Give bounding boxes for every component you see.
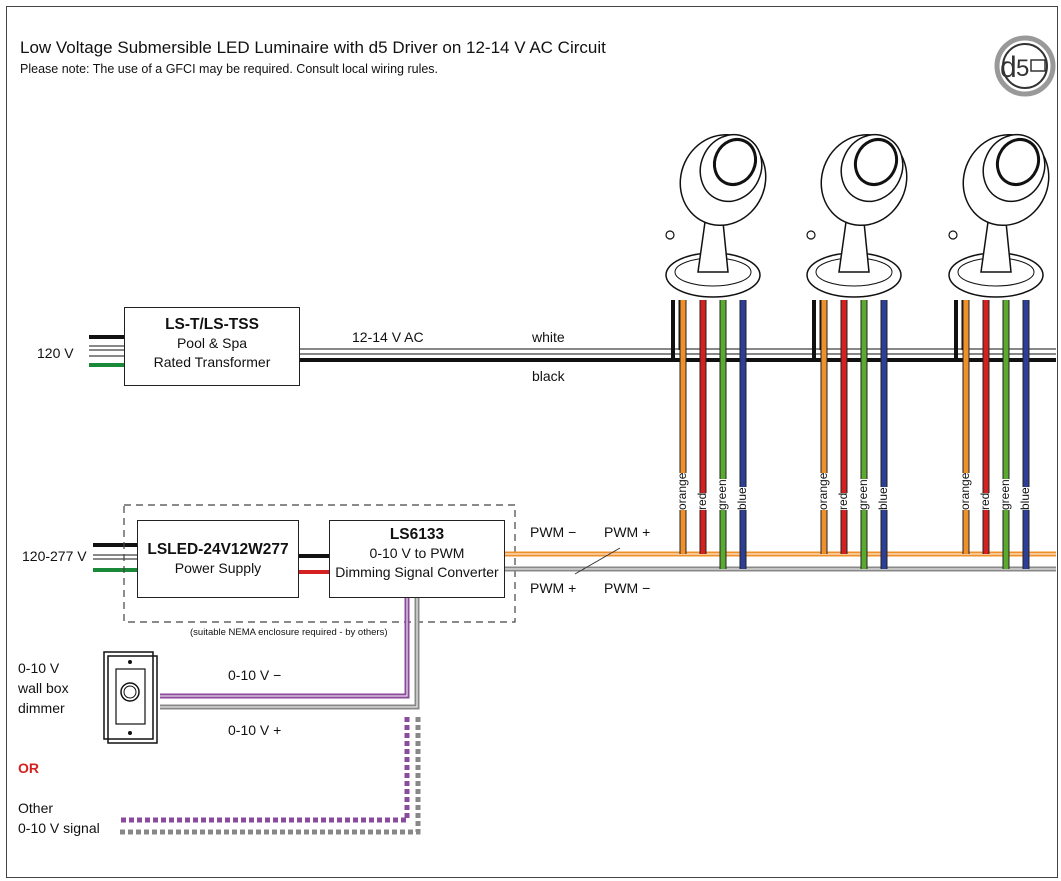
enclosure-note: (suitable NEMA enclosure required - by o… bbox=[190, 627, 388, 638]
pwm-top-right: PWM + bbox=[604, 524, 651, 540]
transformer-input-leads bbox=[89, 335, 124, 367]
psu-input-voltage: 120-277 V bbox=[22, 548, 87, 564]
psu-input-leads bbox=[93, 543, 137, 572]
pwm-bus bbox=[505, 547, 1056, 575]
dimmer-label-3: dimmer bbox=[18, 700, 65, 716]
nema-enclosure bbox=[123, 504, 516, 623]
transformer-name: LS-T/LS-TSS bbox=[165, 316, 259, 333]
diagram-subtitle: Please note: The use of a GFCI may be re… bbox=[20, 62, 439, 76]
wire-white-label: white bbox=[532, 329, 565, 345]
pwm-bottom-right: PWM − bbox=[604, 580, 651, 596]
transformer-input-voltage: 120 V bbox=[37, 345, 74, 361]
power-supply-box: LSLED-24V12W277 Power Supply bbox=[137, 520, 299, 598]
lead-label-blue: blue bbox=[735, 487, 749, 510]
diagram-frame bbox=[6, 6, 1058, 878]
luminaire-2 bbox=[806, 133, 908, 569]
luminaire-3 bbox=[948, 133, 1050, 569]
lead-label-red: red bbox=[978, 492, 992, 510]
transformer-line1: Pool & Spa bbox=[176, 335, 248, 351]
d5-logo-icon: d 5 bbox=[994, 35, 1056, 97]
lead-label-green: green bbox=[715, 479, 729, 510]
lead-label-blue: blue bbox=[876, 487, 890, 510]
other-signal-label-2: 0-10 V signal bbox=[18, 820, 100, 836]
lead-label-red: red bbox=[695, 492, 709, 510]
dimmer-label-1: 0-10 V bbox=[18, 660, 60, 676]
luminaire-1 bbox=[665, 133, 767, 569]
power-supply-line1: Power Supply bbox=[174, 560, 262, 576]
diagram-title: Low Voltage Submersible LED Luminaire wi… bbox=[20, 38, 606, 57]
wall-dimmer-icon bbox=[103, 651, 158, 744]
ac-bus bbox=[300, 348, 1056, 362]
transformer-output-label: 12-14 V AC bbox=[352, 329, 424, 345]
luminaire-group bbox=[665, 133, 1050, 569]
wire-black-label: black bbox=[532, 368, 565, 384]
dimmer-plus-label: 0-10 V + bbox=[228, 722, 282, 738]
converter-line1: 0-10 V to PWM bbox=[369, 545, 465, 561]
lead-label-blue: blue bbox=[1018, 487, 1032, 510]
converter-box: LS6133 0-10 V to PWM Dimming Signal Conv… bbox=[329, 520, 505, 598]
lead-label-green: green bbox=[856, 479, 870, 510]
svg-text:5: 5 bbox=[1016, 55, 1029, 82]
lead-label-green: green bbox=[998, 479, 1012, 510]
transformer-box: LS-T/LS-TSS Pool & Spa Rated Transformer bbox=[124, 307, 300, 386]
lead-label-red: red bbox=[836, 492, 850, 510]
dimmer-minus-label: 0-10 V − bbox=[228, 667, 282, 683]
converter-line2: Dimming Signal Converter bbox=[335, 564, 499, 580]
dimmer-label-2: wall box bbox=[18, 680, 69, 696]
transformer-line2: Rated Transformer bbox=[153, 354, 271, 370]
svg-text:d: d bbox=[1000, 51, 1017, 84]
other-signal-label-1: Other bbox=[18, 800, 54, 816]
or-label: OR bbox=[18, 760, 39, 776]
pwm-top-left: PWM − bbox=[530, 524, 577, 540]
converter-name: LS6133 bbox=[389, 526, 445, 543]
lead-label-orange: orange bbox=[958, 472, 972, 510]
dimming-wires bbox=[120, 596, 421, 835]
lead-label-orange: orange bbox=[675, 472, 689, 510]
pwm-bottom-left: PWM + bbox=[530, 580, 577, 596]
lead-label-orange: orange bbox=[816, 472, 830, 510]
power-supply-name: LSLED-24V12W277 bbox=[147, 541, 289, 558]
